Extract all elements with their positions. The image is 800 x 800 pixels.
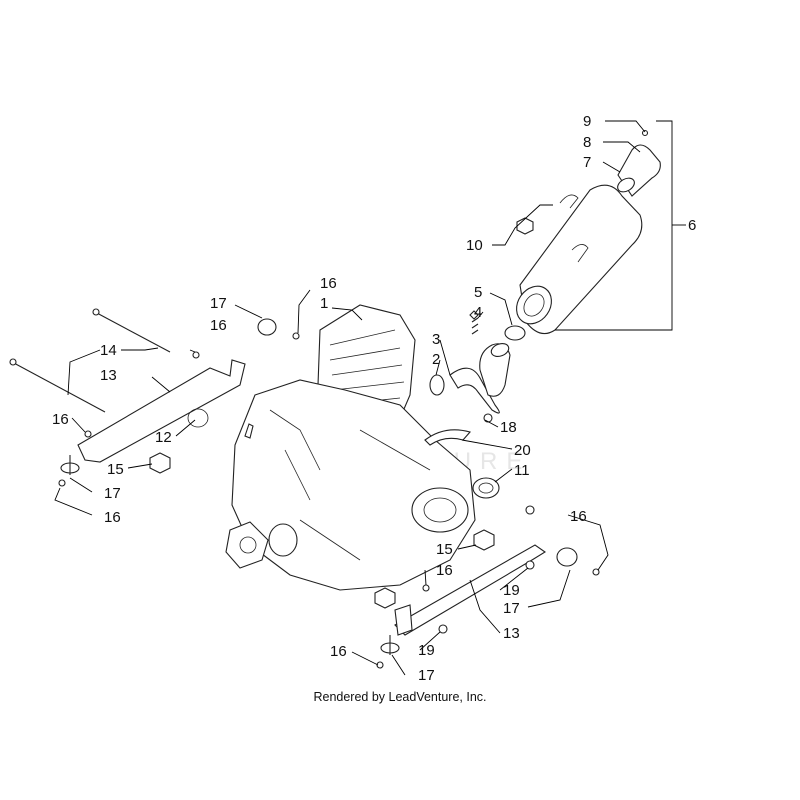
nut: [516, 217, 534, 235]
engine-assembly: [225, 304, 476, 591]
shield-20: [424, 429, 471, 446]
callout-18: 18: [500, 419, 517, 436]
callout-17: 17: [418, 667, 435, 684]
callout-4: 4: [474, 304, 482, 321]
gasket-11: [472, 477, 500, 499]
muffler-assembly: [516, 184, 643, 335]
callout-12: 12: [155, 429, 172, 446]
leader-lines: [54, 120, 686, 676]
callout-11: 11: [514, 462, 530, 479]
callout-13: 13: [100, 367, 117, 384]
callout-19: 19: [503, 582, 520, 599]
callout-17: 17: [104, 485, 121, 502]
screw: [641, 129, 649, 137]
spark-arrestor: [617, 144, 661, 197]
callout-17: 17: [210, 295, 227, 312]
callout-16: 16: [52, 411, 69, 428]
callout-16: 16: [104, 509, 121, 526]
callout-16: 16: [320, 275, 337, 292]
callout-20: 20: [514, 442, 531, 459]
callout-15: 15: [107, 461, 124, 478]
callout-7: 7: [583, 154, 591, 171]
gasket-2: [429, 374, 445, 396]
callout-6: 6: [688, 217, 696, 234]
callout-14: 14: [100, 342, 117, 359]
callout-3: 3: [432, 331, 440, 348]
callout-5: 5: [474, 284, 482, 301]
spring-4: [469, 310, 479, 335]
render-credit: Rendered by LeadVenture, Inc.: [313, 690, 487, 704]
right-mount-bracket: [374, 505, 600, 669]
callout-16: 16: [210, 317, 227, 334]
header-pipe: [449, 343, 511, 414]
callout-10: 10: [466, 237, 483, 254]
callout-8: 8: [583, 134, 591, 151]
callout-16: 16: [436, 562, 453, 579]
nut-18: [483, 413, 493, 423]
callout-16: 16: [330, 643, 347, 660]
callout-9: 9: [583, 113, 591, 130]
callout-15: 15: [436, 541, 453, 558]
callout-13: 13: [503, 625, 520, 642]
callout-2: 2: [432, 351, 440, 368]
callout-labels: 9 8 7 6 10 5 4 3 2 16 1 17 16 14 13 16 1…: [52, 113, 696, 684]
callout-16: 16: [570, 508, 587, 525]
gasket-5: [504, 325, 526, 341]
callout-19: 19: [418, 642, 435, 659]
callout-1: 1: [320, 295, 328, 312]
left-mount-bracket: [9, 308, 300, 487]
callout-17: 17: [503, 600, 520, 617]
